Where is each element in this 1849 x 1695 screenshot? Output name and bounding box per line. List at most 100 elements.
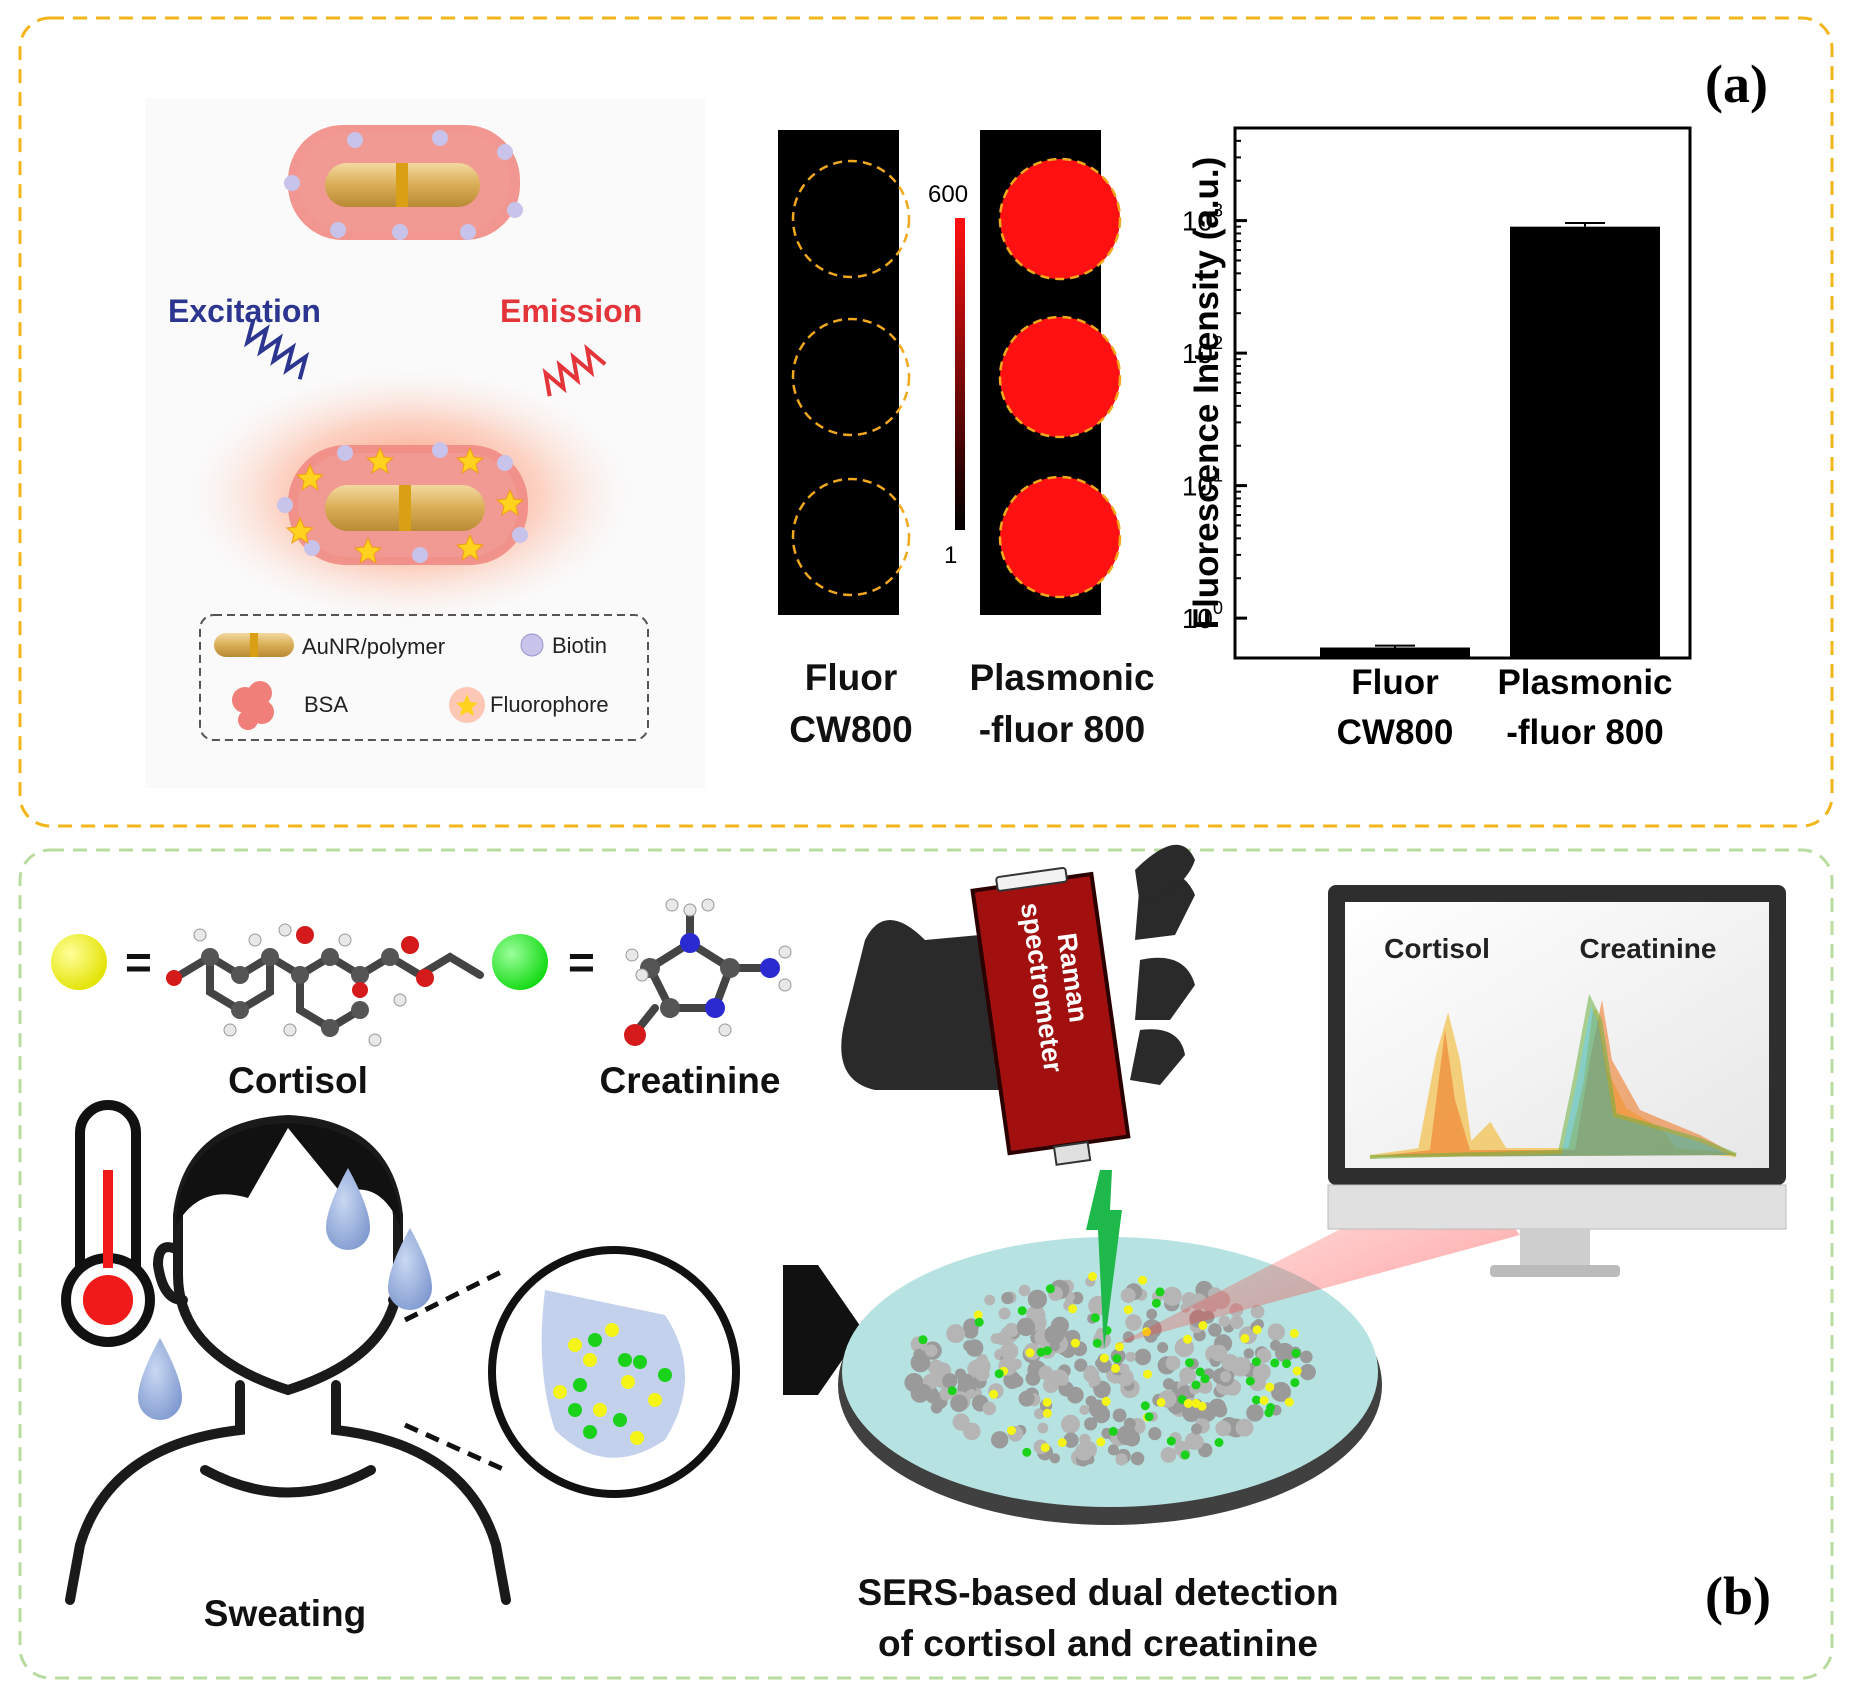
nanostructure [1250,1304,1265,1319]
creatinine-dot [1185,1358,1194,1368]
cortisol-equals: = [125,936,152,988]
emission-label: Emission [500,293,642,329]
creatinine-equals: = [568,936,595,988]
nanostructure [1074,1358,1088,1372]
nanostructure [1162,1286,1182,1306]
creatinine-label: Creatinine [600,1060,781,1101]
nanostructure [1118,1363,1130,1375]
well-label-right-2: -fluor 800 [979,709,1146,750]
monitor-cortisol-label: Cortisol [1384,933,1490,964]
cortisol-dot [1096,1437,1106,1447]
cortisol-dot [1183,1334,1193,1344]
colorbar-max: 600 [928,181,968,208]
cortisol-dot [1252,1325,1262,1335]
x-tick-label: Plasmonic [1497,663,1672,702]
nanostructure [1084,1417,1098,1431]
nanostructure [1148,1427,1162,1441]
cortisol-dot [1068,1304,1078,1314]
nanostructure [1160,1447,1177,1463]
creatinine-dot [1108,1426,1118,1436]
well-strip-fluor [778,130,899,615]
nanostructure [1220,1370,1232,1383]
chart-frame [1233,126,1692,660]
sweat-drop-icon [138,1338,182,1420]
nanostructure-cluster [904,1272,1316,1467]
creatinine-dot [1144,1412,1154,1422]
bsa-icon [232,681,274,730]
creatinine-dot [1270,1358,1280,1368]
nanostructure [942,1373,958,1389]
nanostructure [928,1359,944,1376]
nanostructure [1191,1423,1203,1435]
creatinine-dot [1090,1313,1100,1323]
well-label-left-1: Fluor [805,657,897,698]
legend-biotin: Biotin [552,633,607,658]
nanostructure [1146,1308,1158,1320]
nanostructure [952,1413,970,1431]
fluorophore-icon [456,694,478,716]
cortisol-dot [989,1389,999,1399]
creatinine-dot [1017,1306,1027,1316]
creatinine-dot [1092,1338,1102,1348]
nanostructure [910,1352,931,1373]
cortisol-dot [1099,1353,1109,1363]
cortisol-dot [1265,1382,1275,1392]
cortisol-dot [1284,1397,1294,1407]
sweat-drop-icon [388,1228,432,1310]
cortisol-dot [1007,1426,1016,1435]
nanostructure [1120,1288,1136,1303]
nanostructure [1243,1348,1255,1359]
cortisol-dot [1292,1366,1302,1376]
nanostructure [1037,1422,1049,1434]
excitation-wave-icon [243,319,310,380]
process-arrow-icon [783,1265,863,1395]
cortisol-dot [1143,1369,1152,1379]
raman-spectrometer: Raman spectrometer [970,866,1131,1166]
y-tick-label: 100 [1182,598,1223,634]
nanostructure [1239,1357,1251,1368]
caption-line-1: SERS-based dual detection [857,1572,1338,1613]
cortisol-ball-icon [51,934,107,990]
cortisol-dot [1040,1443,1050,1453]
nanostructure [1184,1432,1203,1450]
nanostructure [1215,1420,1232,1437]
nanostructure [1085,1365,1097,1377]
wells-plasmonic [998,157,1122,599]
sweating-label: Sweating [204,1593,366,1634]
nanostructure [1061,1414,1080,1434]
nanostructure [1004,1322,1019,1338]
nanostructure [1112,1408,1127,1423]
nanostructure [1246,1404,1264,1422]
creatinine-dot [918,1335,928,1345]
cortisol-dot [1240,1333,1250,1343]
panel-a-border [18,16,1834,828]
nanostructure [1130,1451,1145,1466]
caption-line-2: of cortisol and creatinine [878,1623,1318,1664]
nanostructure [1182,1404,1201,1422]
colorbar-min: 1 [944,542,957,569]
cortisol-dot [1042,1397,1052,1407]
nanostructure [1179,1367,1197,1384]
nanostructure [965,1339,984,1357]
nanostructure [1018,1284,1031,1297]
cortisol-dot [1111,1363,1120,1373]
cortisol-dot [1123,1305,1133,1315]
nanostructure [1256,1348,1272,1363]
y-tick-label: 103 [1182,201,1223,237]
nanostructure [1000,1342,1019,1361]
nanostructure [1044,1324,1065,1345]
nanostructure [1208,1398,1227,1417]
particle-legend: AuNR/polymer Biotin BSA Fluorophore [199,614,649,741]
creatinine-dot [1214,1438,1224,1447]
nanostructure [1299,1364,1316,1381]
creatinine-dot [1291,1348,1301,1358]
biotin-icon [520,633,544,657]
nanostructure [984,1294,996,1306]
nanostructure [1079,1405,1090,1415]
x-tick-label: -fluor 800 [1506,713,1664,752]
nanostructure [990,1333,1002,1344]
legend-aunr: AuNR/polymer [302,634,445,659]
creatinine-dot [1266,1403,1276,1412]
sweat-drop-icon [326,1168,370,1250]
